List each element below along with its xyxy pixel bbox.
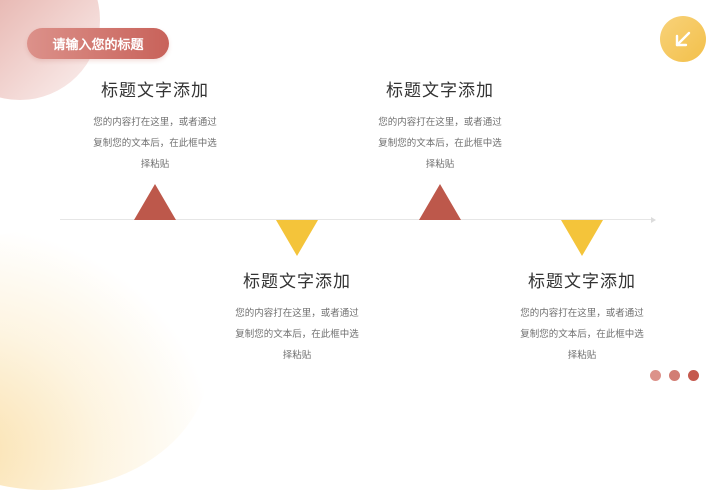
- nav-button[interactable]: [660, 16, 706, 62]
- item-title: 标题文字添加: [101, 81, 209, 101]
- pagination-dot-1[interactable]: [650, 370, 661, 381]
- item-body: 您的内容打在这里，或者通过复制您的文本后，在此框中选择粘贴: [235, 308, 359, 361]
- item-body: 您的内容打在这里，或者通过复制您的文本后，在此框中选择粘贴: [520, 308, 644, 361]
- slide-title: 请输入您的标题: [52, 38, 144, 53]
- decorative-glow-bottom-left: [0, 230, 210, 490]
- triangle-up-marker-1: [134, 184, 176, 220]
- arrow-down-left-icon: [675, 31, 691, 47]
- item-title: 标题文字添加: [528, 272, 636, 292]
- pagination-dot-3[interactable]: [688, 370, 699, 381]
- slide-title-pill: 请输入您的标题: [27, 28, 169, 59]
- item-title: 标题文字添加: [243, 272, 351, 292]
- timeline-arrow-icon: [651, 217, 656, 223]
- timeline-item-2: 标题文字添加 您的内容打在这里，或者通过复制您的文本后，在此框中选择粘贴: [217, 271, 377, 366]
- timeline-axis: [60, 219, 652, 220]
- pagination-dots: [650, 370, 699, 381]
- triangle-up-marker-3: [419, 184, 461, 220]
- triangle-down-marker-2: [276, 220, 318, 256]
- item-title: 标题文字添加: [386, 81, 494, 101]
- timeline-item-1: 标题文字添加 您的内容打在这里，或者通过复制您的文本后，在此框中选择粘贴: [75, 80, 235, 175]
- timeline-item-4: 标题文字添加 您的内容打在这里，或者通过复制您的文本后，在此框中选择粘贴: [502, 271, 662, 366]
- item-body: 您的内容打在这里，或者通过复制您的文本后，在此框中选择粘贴: [93, 117, 217, 170]
- triangle-down-marker-4: [561, 220, 603, 256]
- timeline-item-3: 标题文字添加 您的内容打在这里，或者通过复制您的文本后，在此框中选择粘贴: [360, 80, 520, 175]
- item-body: 您的内容打在这里，或者通过复制您的文本后，在此框中选择粘贴: [378, 117, 502, 170]
- pagination-dot-2[interactable]: [669, 370, 680, 381]
